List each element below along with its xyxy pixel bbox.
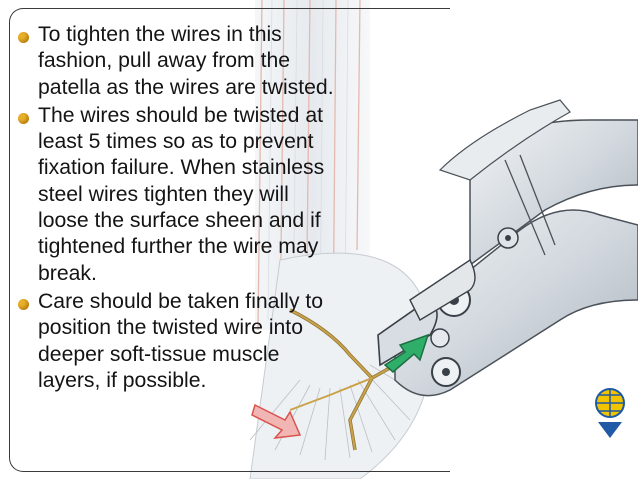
ao-logo-icon bbox=[595, 388, 625, 438]
bullet-item: Care should be taken finally to position… bbox=[14, 289, 344, 394]
bullet-item: The wires should be twisted at least 5 t… bbox=[14, 103, 344, 287]
bullet-dot-icon bbox=[18, 32, 29, 43]
bullet-text: The wires should be twisted at least 5 t… bbox=[38, 103, 325, 285]
bullet-item: To tighten the wires in this fashion, pu… bbox=[14, 22, 344, 101]
bullet-text: To tighten the wires in this fashion, pu… bbox=[38, 23, 334, 99]
bullet-list: To tighten the wires in this fashion, pu… bbox=[14, 22, 344, 396]
pliers-icon bbox=[377, 99, 638, 397]
wire-icon bbox=[289, 308, 396, 451]
red-arrow-icon bbox=[251, 403, 302, 439]
content-frame bbox=[9, 8, 450, 472]
bullet-text: Care should be taken finally to position… bbox=[38, 289, 324, 392]
bullet-dot-icon bbox=[18, 298, 29, 310]
bullet-dot-icon bbox=[18, 112, 29, 124]
green-arrow-icon bbox=[383, 333, 430, 373]
